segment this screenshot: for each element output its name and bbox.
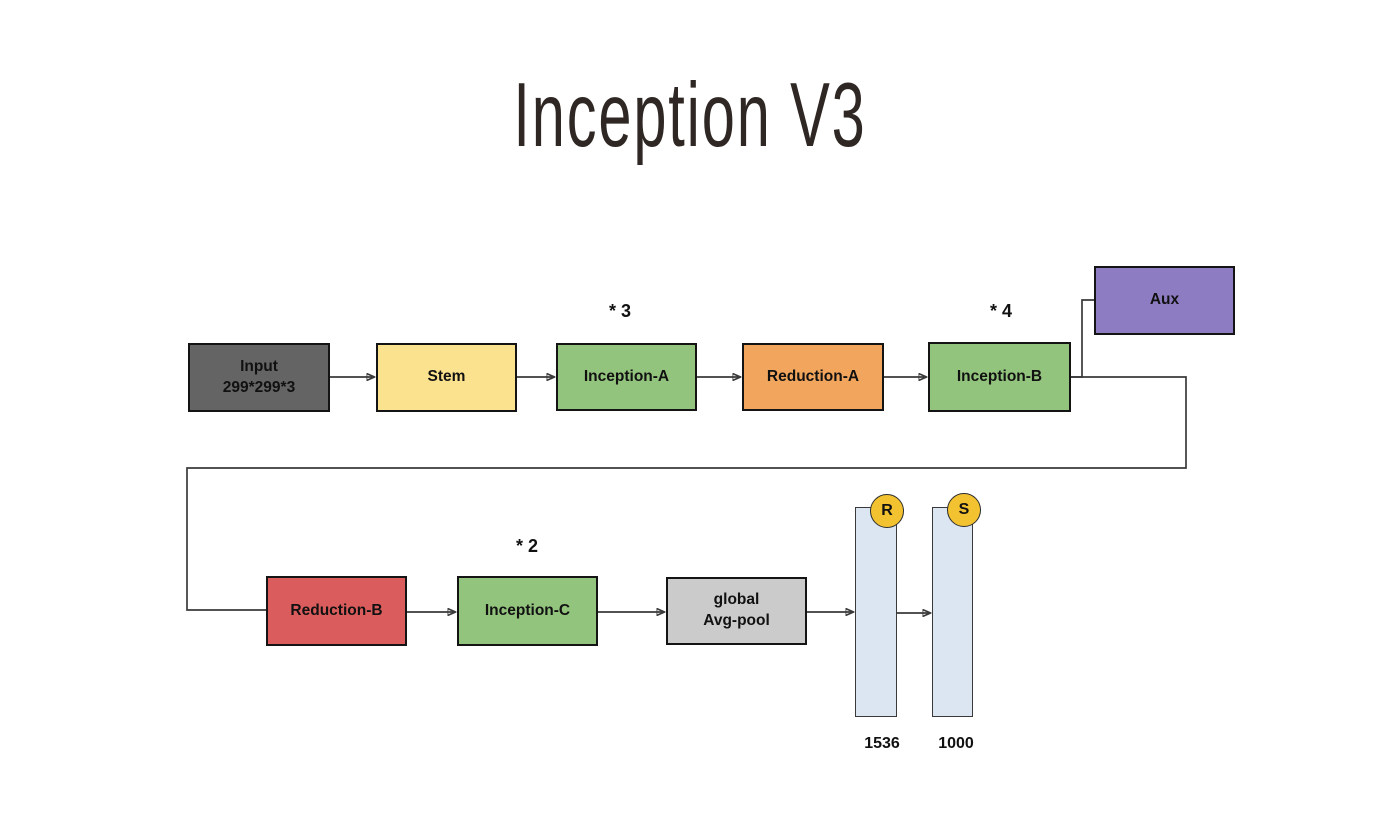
feature-vector-bar <box>855 507 897 717</box>
block-input: Input 299*299*3 <box>188 343 330 412</box>
block-aux-label: Aux <box>1149 291 1180 309</box>
multiplier-inception-b: * 4 <box>989 301 1013 321</box>
block-input-label-line1: Input <box>240 357 278 375</box>
block-global-avg-pool: global Avg-pool <box>666 577 807 645</box>
softmax-badge: S <box>947 493 981 527</box>
block-inception-c: Inception-C <box>457 576 598 646</box>
relu-badge: R <box>870 494 904 528</box>
block-aux: Aux <box>1094 266 1235 335</box>
multiplier-inception-a: * 3 <box>608 301 632 321</box>
block-inception-c-label: Inception-C <box>484 601 571 619</box>
block-global-avg-pool-label-line2: Avg-pool <box>703 612 770 629</box>
block-inception-b-label: Inception-B <box>956 367 1043 385</box>
block-reduction-b-label: Reduction-B <box>290 601 383 619</box>
block-reduction-b: Reduction-B <box>266 576 407 646</box>
output-vector-bar <box>932 507 973 717</box>
block-reduction-a: Reduction-A <box>742 343 884 411</box>
feature-vector-size-label: 1536 <box>864 735 900 752</box>
block-inception-b: Inception-B <box>928 342 1071 412</box>
output-vector-size-label: 1000 <box>938 735 974 752</box>
block-stem-label: Stem <box>427 368 466 386</box>
block-global-avg-pool-label-line1: global <box>713 591 760 609</box>
page-title: Inception V3 <box>513 63 867 166</box>
block-inception-a-label: Inception-A <box>583 367 670 385</box>
block-stem: Stem <box>376 343 517 412</box>
multiplier-inception-c: * 2 <box>515 536 539 556</box>
block-input-label-line2: 299*299*3 <box>222 378 296 396</box>
connector-inception-b-aux <box>1071 299 1094 378</box>
block-reduction-a-label: Reduction-A <box>766 367 860 385</box>
block-inception-a: Inception-A <box>556 343 697 411</box>
